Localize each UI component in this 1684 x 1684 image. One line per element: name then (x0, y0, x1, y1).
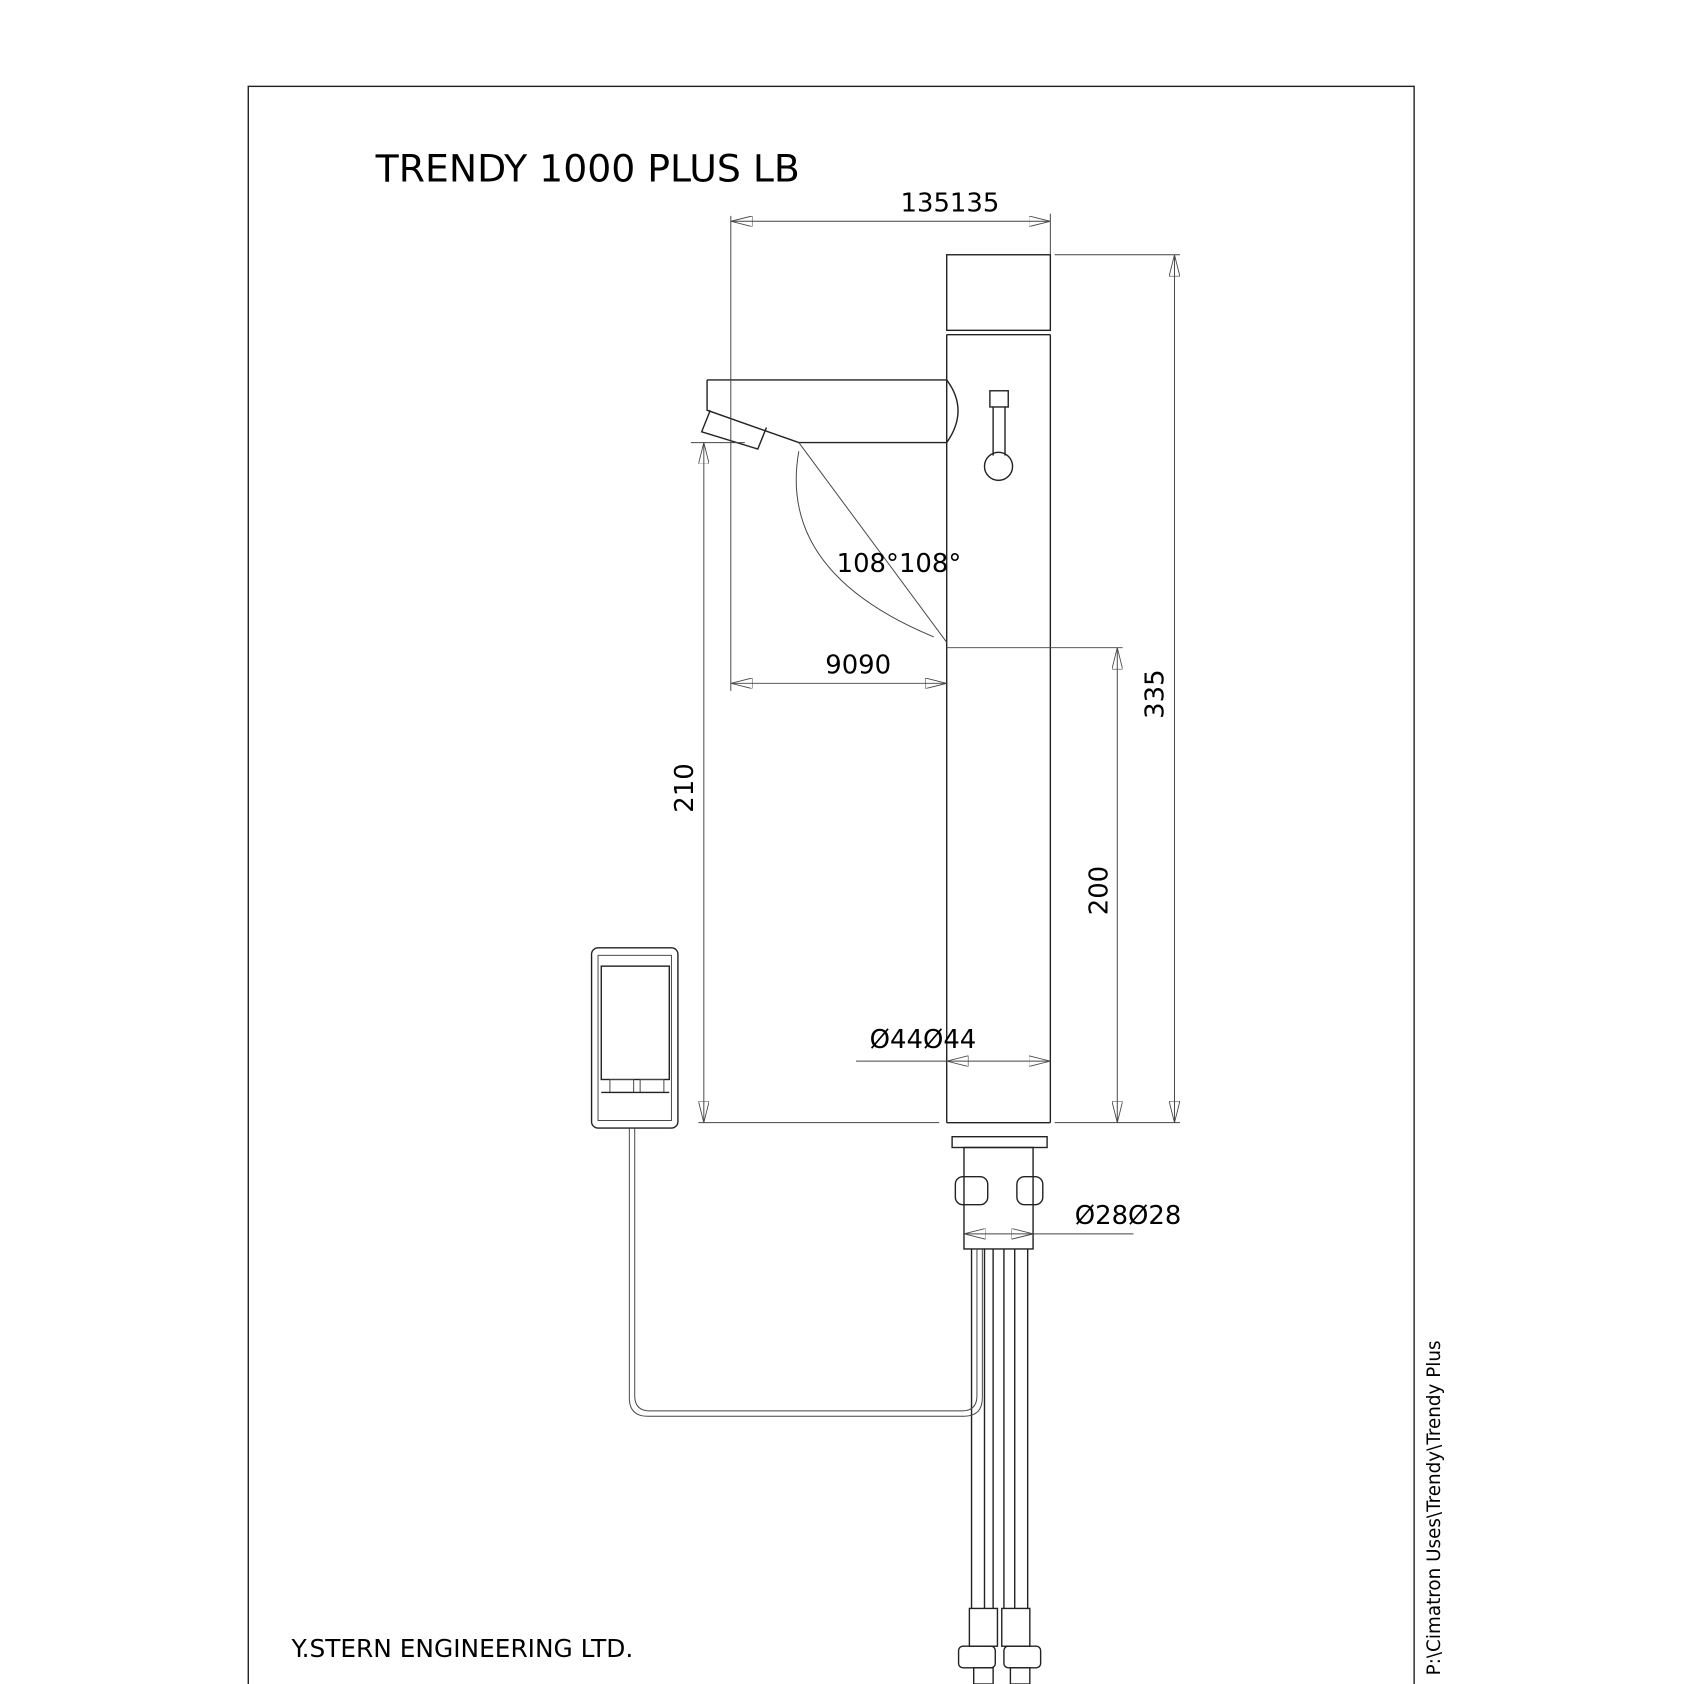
company-name: Y.STERN ENGINEERING LTD. (290, 1634, 633, 1663)
sensor-cable (628, 1128, 983, 1417)
shank-diameter-dimension: Ø28Ø28 (963, 1201, 1182, 1234)
spout-height-label: 210 (670, 763, 700, 812)
spout-reach-label: 9090 (825, 651, 891, 681)
angle-dimension: 108°108° (795, 442, 962, 643)
top-width-dimension: 135135 (730, 189, 1051, 691)
spout (700, 379, 959, 450)
body-diameter-label: Ø44Ø44 (870, 1025, 977, 1055)
faucet-body (946, 254, 1052, 1124)
drawing-frame (247, 85, 1415, 1684)
spout-reach-dimension: 9090 (730, 651, 947, 684)
lever-handle (983, 390, 1014, 482)
top-width-label: 135135 (901, 189, 1000, 219)
body-height-label: 200 (1085, 866, 1115, 915)
total-height-dimension: 335 (1054, 254, 1180, 1124)
file-path: P:\Cimatron Uses\Trendy\Trendy Plus (1424, 1340, 1445, 1675)
body-height-dimension: 200 (946, 647, 1123, 1123)
drawing-title: TRENDY 1000 PLUS LB (375, 146, 800, 190)
shank-assembly (951, 1135, 1048, 1684)
shank-diameter-label: Ø28Ø28 (1075, 1201, 1182, 1231)
body-diameter-dimension: Ø44Ø44 (856, 1025, 1051, 1061)
angle-label: 108°108° (837, 549, 962, 579)
spout-height-dimension: 210 (670, 442, 940, 1124)
control-box (590, 947, 679, 1129)
total-height-label: 335 (1141, 669, 1171, 718)
